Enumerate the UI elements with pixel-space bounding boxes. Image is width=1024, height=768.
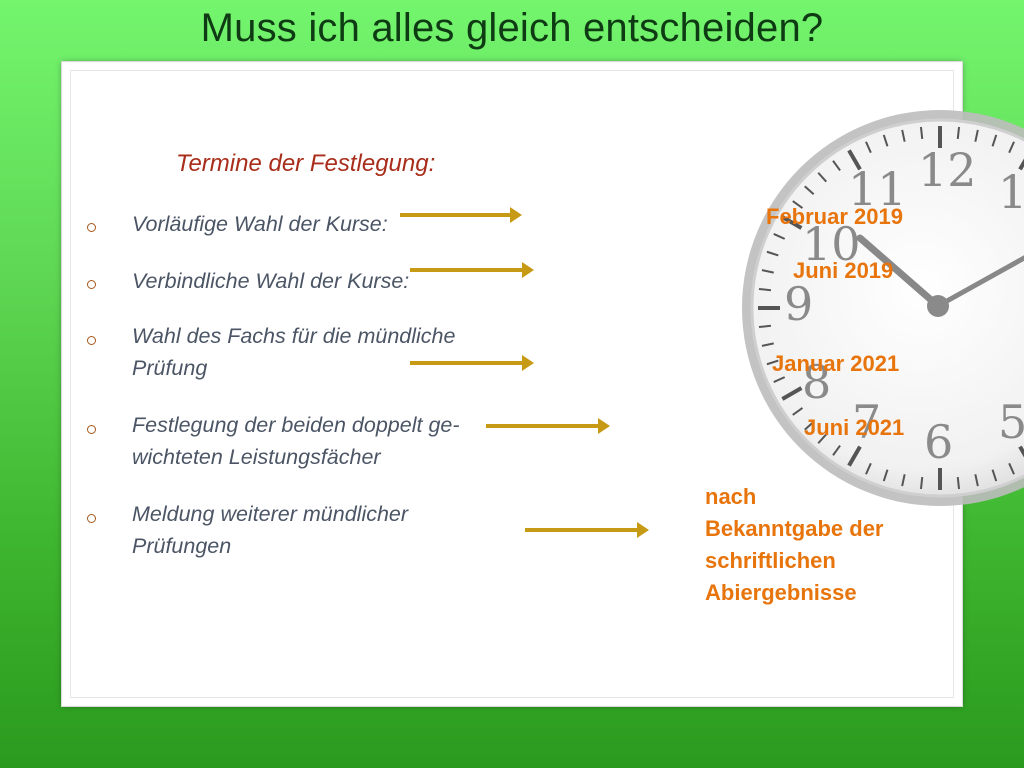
bullet-icon [87,223,96,232]
date-line: Abiergebnisse [705,580,857,605]
date-label-after-results: nach Bekanntgabe der schriftlichen Abier… [705,481,884,609]
list-item-text: Prüfungen [132,534,232,558]
date-line: Bekanntgabe der [705,516,884,541]
section-heading: Termine der Festlegung: [176,150,436,177]
list-item: Vorläufige Wahl der Kurse: [132,208,388,240]
date-label: Juni 2019 [793,258,894,283]
list-item: Meldung weiterer mündlicher Prüfungen [132,498,408,562]
date-label: Januar 2021 [772,351,900,376]
clock-tick [974,474,979,487]
bullet-icon [87,280,96,289]
date-line: schriftlichen [705,548,836,573]
arrow-right-icon [486,418,610,434]
list-item: Festlegung der beiden doppelt ge- wichte… [132,409,460,473]
arrow-right-icon [410,355,534,371]
list-item: Wahl des Fachs für die mündliche Prüfung [132,320,455,384]
clock-tick [991,469,998,482]
clock-tick [1008,141,1015,154]
bullet-icon [87,336,96,345]
list-item-text: Verbindliche Wahl der Kurse: [132,269,410,293]
list-item: Verbindliche Wahl der Kurse: [132,265,409,297]
clock-tick [991,134,998,147]
arrow-right-icon [525,522,649,538]
clock-tick [1018,445,1024,458]
date-line: nach [705,484,757,509]
clock-numeral-5: 5 [998,395,1024,449]
list-item-text: Vorläufige Wahl der Kurse: [132,212,388,236]
clock-tick [1018,158,1024,171]
clock-numeral-1: 1 [998,165,1024,219]
arrow-right-icon [410,262,534,278]
list-item-text: wichteten Leistungsfächer [132,445,381,469]
clock-tick [974,129,979,142]
list-item-text: Festlegung der beiden doppelt ge- [132,413,460,437]
date-label: Juni 2021 [804,415,905,440]
bullet-icon [87,514,96,523]
date-label: Februar 2019 [766,204,903,229]
clock-tick [1008,462,1015,475]
slide-title: Muss ich alles gleich entscheiden? [200,6,824,50]
list-item-text: Wahl des Fachs für die mündliche [132,324,456,348]
bullet-icon [87,425,96,434]
list-item-text: Meldung weiterer mündlicher [132,502,409,526]
list-item-text: Prüfung [132,356,208,380]
arrow-right-icon [400,207,522,223]
